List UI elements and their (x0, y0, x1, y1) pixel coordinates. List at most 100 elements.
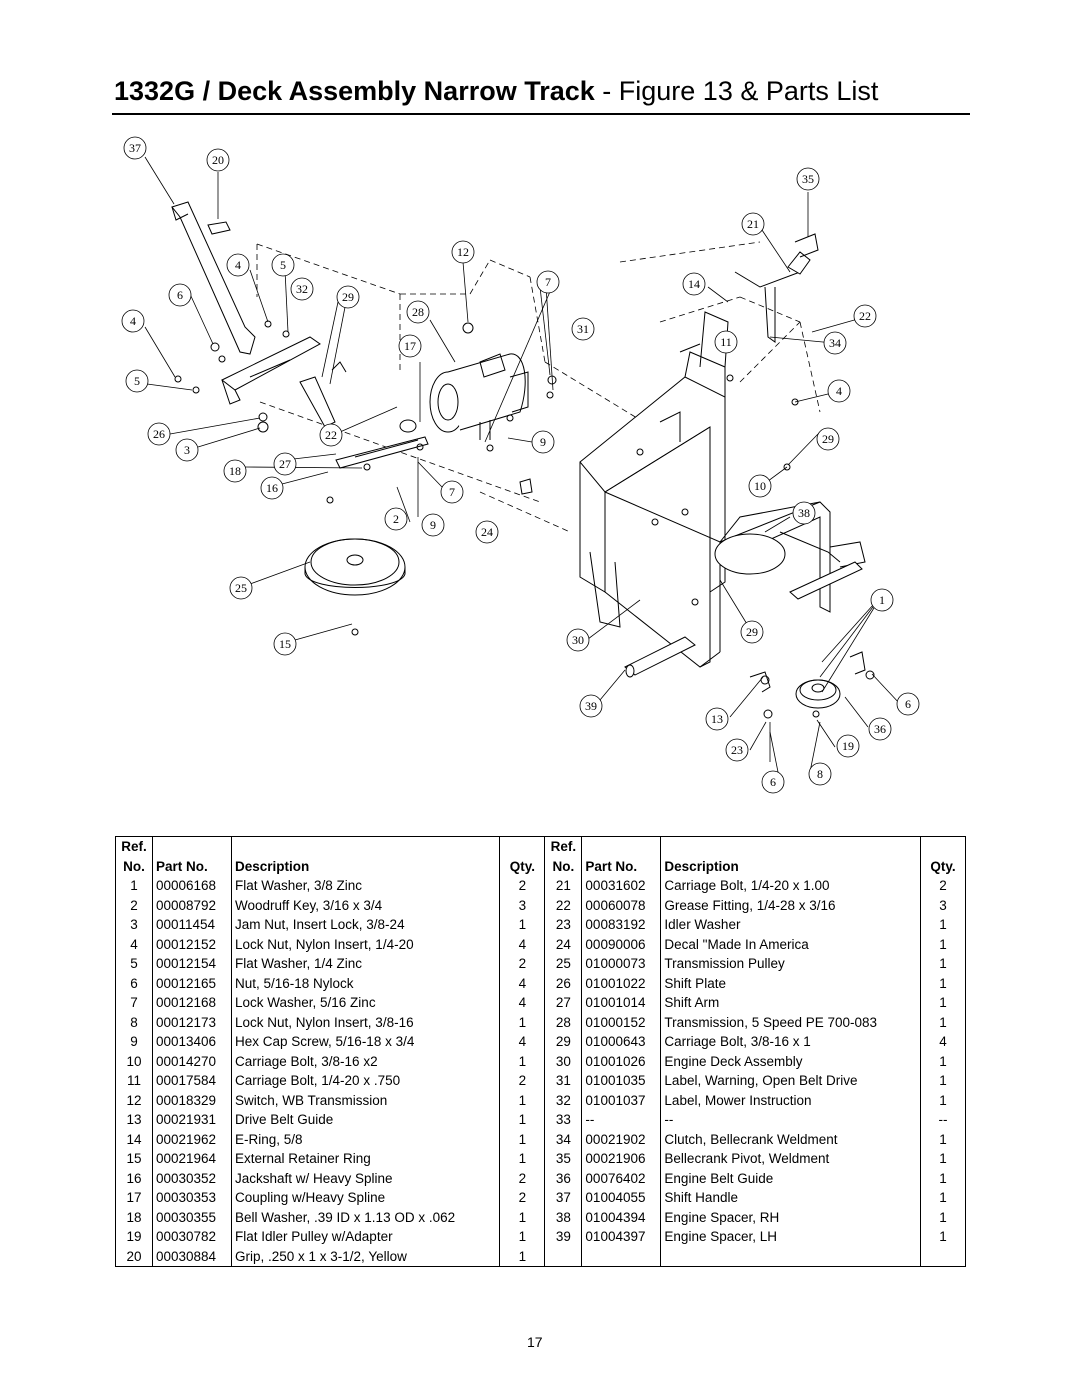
page-number: 17 (527, 1334, 543, 1350)
svg-text:22: 22 (325, 428, 337, 442)
cell-qty: 1 (499, 1149, 545, 1169)
cell-qty: 1 (499, 915, 545, 935)
bellecrank-assembly (734, 233, 819, 343)
cell-part: 00030884 (152, 1246, 232, 1267)
callout: 20 (206, 148, 230, 172)
cell-desc: Shift Arm (660, 993, 921, 1013)
callout-labels: 37 20 35 21 12 4 5 6 32 29 7 14 4 28 22 … (121, 136, 920, 794)
cell-desc: Lock Nut, Nylon Insert, 1/4-20 (230, 934, 500, 954)
cell-part: 00018329 (152, 1090, 232, 1110)
cell-part: 00012154 (152, 954, 232, 974)
cell-desc: Lock Washer, 5/16 Zinc (230, 993, 500, 1013)
cell-qty: 2 (499, 1188, 545, 1208)
title-bold: 1332G / Deck Assembly Narrow Track (114, 76, 595, 106)
cell-part: 00030782 (152, 1227, 232, 1247)
cell-qty: 4 (499, 934, 545, 954)
callout: 17 (398, 334, 422, 358)
cell-empty (920, 1246, 966, 1267)
title-normal: - Figure 13 & Parts List (594, 76, 879, 106)
svg-text:7: 7 (545, 275, 551, 289)
cell-desc: Carriage Bolt, 3/8-16 x2 (230, 1051, 500, 1071)
cell-desc: Woodruff Key, 3/16 x 3/4 (230, 895, 500, 915)
cell-qty: 1 (920, 1051, 966, 1071)
cell-qty: 1 (499, 1246, 545, 1267)
cell-ref: 17 (126, 1190, 142, 1205)
cell-ref: 8 (130, 1014, 138, 1030)
cell-qty: 4 (499, 993, 545, 1013)
title-underline (112, 113, 970, 115)
svg-text:24: 24 (481, 525, 493, 539)
cell-desc: Drive Belt Guide (230, 1110, 500, 1130)
cell-desc: Hex Cap Screw, 5/16-18 x 3/4 (230, 1032, 500, 1052)
cell-ref: 29 (544, 1032, 582, 1052)
cell-ref: 4 (130, 936, 138, 952)
callout: 34 (823, 331, 847, 355)
cell-part: 00021906 (581, 1149, 661, 1169)
ref-header: No. (544, 856, 582, 876)
svg-text:6: 6 (770, 775, 776, 789)
cell-desc: Transmission Pulley (660, 954, 921, 974)
callout: 38 (792, 501, 816, 525)
jackshaft (335, 419, 429, 469)
callout: 5 (271, 253, 295, 277)
callout: 31 (571, 317, 595, 341)
svg-text:17: 17 (404, 339, 416, 353)
cell-part: 00013406 (152, 1032, 232, 1052)
callout: 13 (705, 707, 729, 731)
cell-part: 00012152 (152, 934, 232, 954)
callout: 4 (121, 309, 145, 333)
svg-text:20: 20 (212, 153, 224, 167)
engine-spacer-lh (624, 636, 696, 678)
cell-desc: Carriage Bolt, 1/4-20 x 1.00 (660, 876, 921, 896)
cell-ref: 39 (544, 1227, 582, 1247)
cell-desc: Lock Nut, Nylon Insert, 3/8-16 (230, 1012, 500, 1032)
callout: 24 (475, 520, 499, 544)
cell-ref: 11 (126, 1073, 141, 1088)
cell-qty: 2 (920, 876, 966, 896)
svg-text:32: 32 (296, 282, 308, 296)
cell-desc: Jackshaft w/ Heavy Spline (230, 1168, 500, 1188)
cell-ref: 26 (544, 973, 582, 993)
svg-text:27: 27 (279, 457, 291, 471)
cell-ref: 27 (544, 993, 582, 1013)
cell-qty: 4 (499, 1032, 545, 1052)
cell-desc: Nut, 5/16-18 Nylock (230, 973, 500, 993)
cell-desc: Coupling w/Heavy Spline (230, 1188, 500, 1208)
cell-ref: 2 (130, 897, 138, 913)
callout: 37 (123, 136, 147, 160)
cell-part: 00012168 (152, 993, 232, 1013)
cell-qty: 2 (499, 1071, 545, 1091)
callout: 14 (682, 272, 706, 296)
description-header: Description (660, 856, 921, 876)
cell-desc: Flat Washer, 3/8 Zinc (230, 876, 500, 896)
cell-ref: 20 (126, 1248, 142, 1264)
table-header-row: No. Part No. Description Qty. No. Part N… (116, 856, 966, 876)
svg-text:13: 13 (711, 712, 723, 726)
svg-text:29: 29 (822, 432, 834, 446)
cell-ref: 37 (544, 1188, 582, 1208)
cell-desc: Grip, .250 x 1 x 3-1/2, Yellow (230, 1246, 500, 1267)
ref-header-top: Ref. (121, 839, 147, 854)
cell-qty: 1 (920, 1090, 966, 1110)
cell-ref: 3 (130, 917, 138, 932)
callout: 29 (740, 620, 764, 644)
cell-part: 00012165 (152, 973, 232, 993)
shift-handle (171, 201, 256, 355)
transmission (429, 353, 529, 440)
cell-qty: 1 (499, 1090, 545, 1110)
svg-text:11: 11 (720, 335, 732, 349)
cell-desc: Shift Handle (660, 1188, 921, 1208)
cell-qty: 1 (499, 1129, 545, 1149)
cell-ref: 25 (544, 954, 582, 974)
svg-text:6: 6 (905, 697, 911, 711)
svg-text:4: 4 (130, 314, 136, 328)
callout: 36 (868, 717, 892, 741)
